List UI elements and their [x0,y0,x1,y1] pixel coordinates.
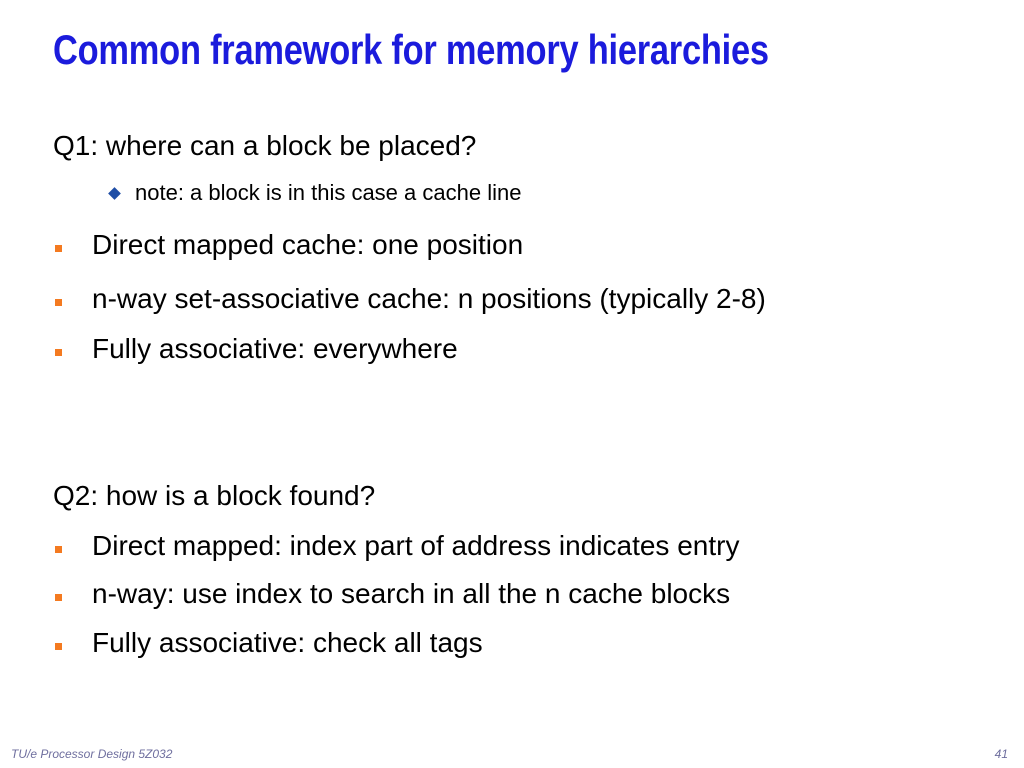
q2-bullet-2: n-way: use index to search in all the n … [53,578,730,610]
square-bullet-icon [55,545,62,553]
q1-note: note: a block is in this case a cache li… [107,180,521,206]
square-bullet-icon [55,642,62,650]
q2-heading: Q2: how is a block found? [53,480,376,511]
q2-bullet-text: Direct mapped: index part of address ind… [92,530,740,561]
q1-bullet-2: n-way set-associative cache: n positions… [53,283,766,315]
square-bullet-icon [55,348,62,356]
q1-note-text: note: a block is in this case a cache li… [135,180,522,205]
slide-title: Common framework for memory hierarchies [53,26,769,73]
q2-bullet-text: n-way: use index to search in all the n … [92,578,731,609]
square-bullet-icon [55,298,62,306]
q2-bullet-text: Fully associative: check all tags [92,627,483,658]
footer-page-number: 41 [994,747,1008,761]
q1-bullet-3: Fully associative: everywhere [53,333,458,365]
square-bullet-icon [55,593,62,601]
q1-heading: Q1: where can a block be placed? [53,130,477,161]
diamond-bullet-icon [108,186,121,200]
q1-bullet-text: n-way set-associative cache: n positions… [92,283,766,314]
square-bullet-icon [55,244,62,252]
q1-bullet-1: Direct mapped cache: one position [53,229,523,261]
q2-bullet-3: Fully associative: check all tags [53,627,483,659]
q1-bullet-text: Fully associative: everywhere [92,333,458,364]
footer-course: TU/e Processor Design 5Z032 [11,747,173,761]
q1-bullet-text: Direct mapped cache: one position [92,229,524,260]
q2-bullet-1: Direct mapped: index part of address ind… [53,530,739,562]
